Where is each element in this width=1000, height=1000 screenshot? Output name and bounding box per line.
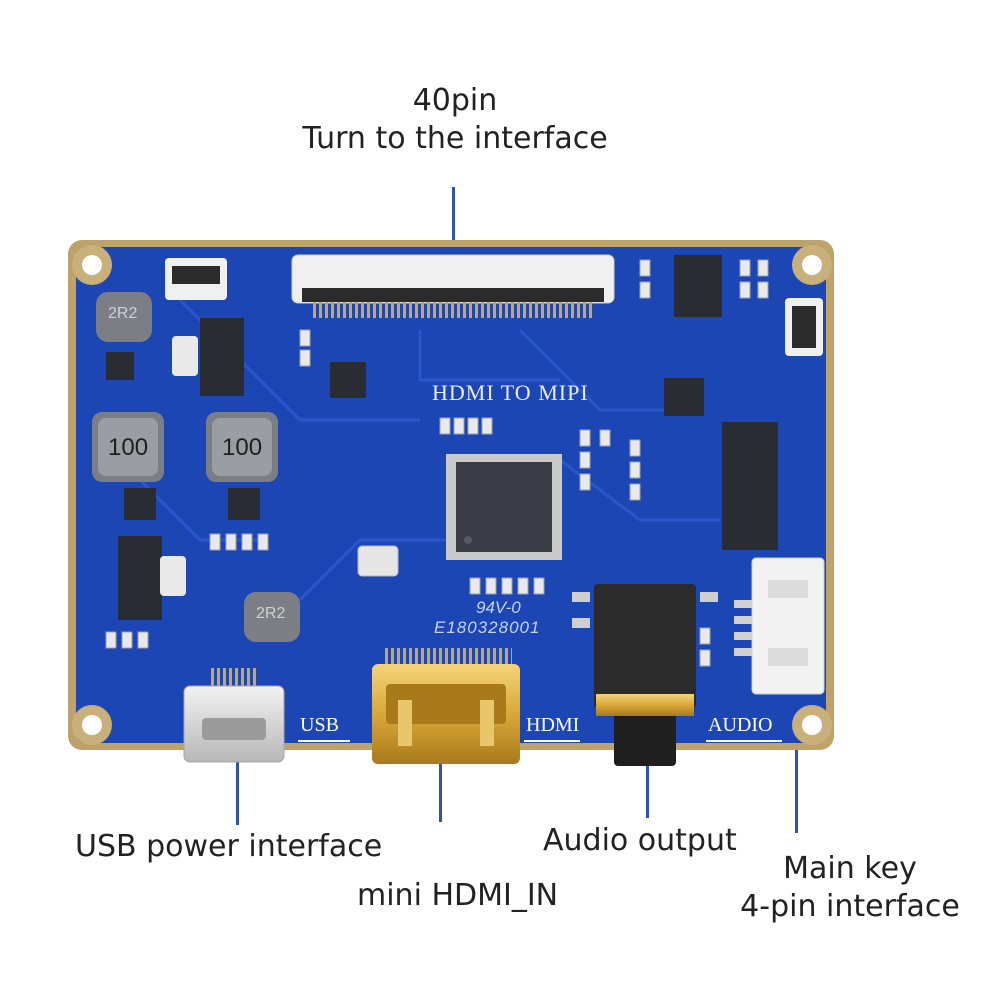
- leader-main-key: [795, 730, 798, 833]
- mini-hdmi-port: [372, 648, 520, 764]
- callout-40pin-line2: Turn to the interface: [302, 121, 608, 156]
- small-connector-right: [785, 298, 823, 356]
- crystal: [357, 545, 399, 577]
- micro-usb-port: [183, 668, 285, 763]
- leader-hdmi: [439, 722, 442, 822]
- callout-hdmi: mini HDMI_IN: [357, 878, 559, 913]
- main-key-4pin-connector: [734, 557, 825, 695]
- callout-audio: Audio output: [543, 823, 737, 858]
- leader-40pin: [452, 187, 455, 275]
- small-connector-top-left: [165, 258, 227, 300]
- callout-40pin: 40pin Turn to the interface: [300, 82, 610, 158]
- small-inductor-label-top: 2R2: [108, 305, 138, 322]
- port-label-audio: AUDIO: [708, 714, 773, 736]
- callout-usb: USB power interface: [75, 829, 383, 864]
- pcb-surface: [76, 247, 826, 743]
- callout-main-key-line1: Main key: [783, 851, 917, 886]
- small-inductor-label-bottom: 2R2: [256, 605, 286, 622]
- board-serial: E180328001: [434, 618, 541, 637]
- callout-main-key: Main key 4-pin interface: [735, 850, 965, 926]
- leader-audio: [646, 660, 649, 818]
- inductor-label-left: 100: [108, 434, 149, 461]
- inductor-label-right: 100: [222, 434, 263, 461]
- main-qfp-chip: [446, 454, 562, 560]
- pcb-edge: [68, 240, 834, 750]
- callout-main-key-line2: 4-pin interface: [740, 889, 960, 924]
- callout-40pin-line1: 40pin: [412, 83, 498, 118]
- port-label-usb: USB: [300, 714, 339, 736]
- port-label-hdmi: HDMI: [526, 714, 580, 736]
- mounting-holes: [72, 245, 832, 745]
- leader-usb: [236, 730, 239, 825]
- board-title: HDMI TO MIPI: [432, 380, 589, 405]
- audio-jack: [572, 584, 718, 766]
- board-rating: 94V-0: [476, 598, 521, 617]
